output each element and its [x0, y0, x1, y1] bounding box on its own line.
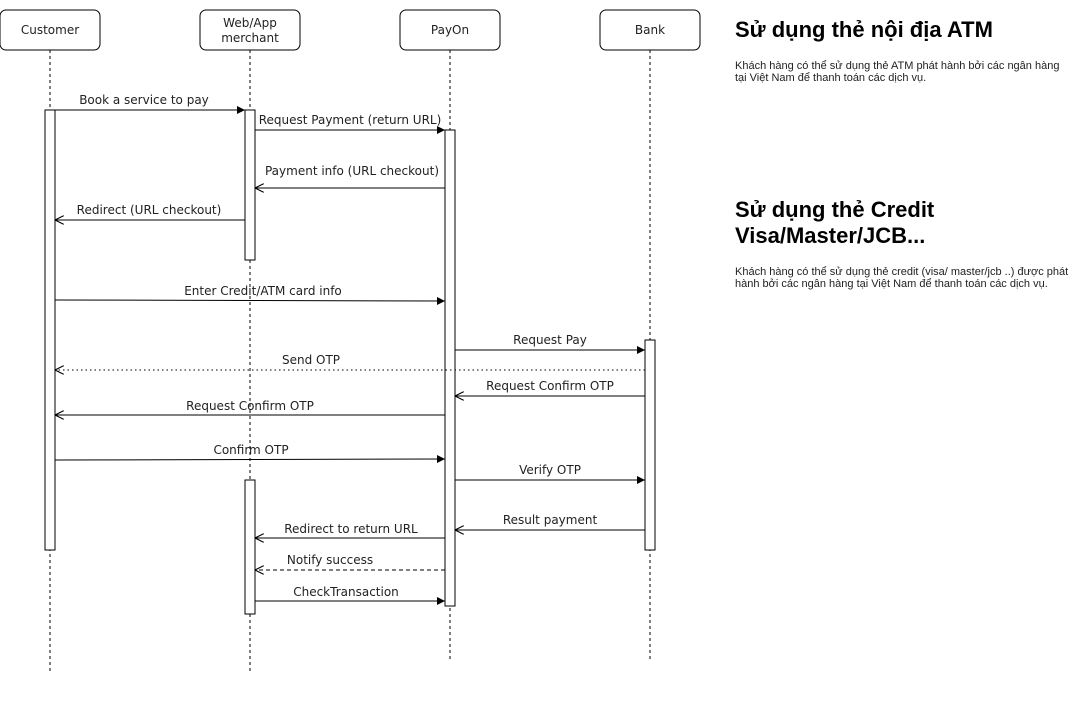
- message-label: Redirect to return URL: [284, 522, 418, 536]
- message-label: Request Pay: [513, 333, 587, 347]
- message-label: Send OTP: [282, 353, 340, 367]
- activation-customer: [44, 109, 56, 551]
- message-label: Enter Credit/ATM card info: [184, 284, 342, 298]
- message-label: Redirect (URL checkout): [77, 203, 222, 217]
- message-request-pay: Request Pay: [455, 333, 645, 354]
- message-verify-otp: Verify OTP: [455, 463, 645, 484]
- actor-label: merchant: [221, 31, 279, 45]
- note-credit: Sử dụng thẻ Credit Visa/Master/JCB... Kh…: [735, 197, 1087, 290]
- activation-merchant-2: [244, 479, 256, 615]
- message-payment-info: Payment info (URL checkout): [255, 164, 445, 188]
- actor-customer: Customer: [0, 9, 101, 51]
- note-title: Sử dụng thẻ Credit Visa/Master/JCB...: [735, 197, 935, 248]
- actor-bank: Bank: [599, 9, 701, 51]
- message-label: Book a service to pay: [79, 93, 209, 107]
- message-redirect-return-url: Redirect to return URL: [255, 522, 445, 538]
- message-notify-success: Notify success: [255, 553, 445, 570]
- note-atm: Sử dụng thẻ nội địa ATM Khách hàng có th…: [735, 17, 1085, 84]
- message-confirm-otp: Confirm OTP: [54, 443, 446, 464]
- activation-bank: [644, 339, 656, 551]
- actor-label: Web/App: [223, 16, 277, 30]
- activation-payon: [444, 129, 456, 607]
- actor-merchant: Web/App merchant: [199, 9, 301, 51]
- message-label: Request Payment (return URL): [259, 113, 442, 127]
- message-send-otp: Send OTP: [55, 353, 645, 370]
- message-redirect-checkout: Redirect (URL checkout): [55, 203, 245, 220]
- message-request-confirm-otp-payon: Request Confirm OTP: [55, 399, 445, 415]
- actor-label: Customer: [21, 23, 79, 37]
- message-label: Confirm OTP: [213, 443, 288, 457]
- note-body: Khách hàng có thể sử dụng thẻ ATM phát h…: [735, 60, 1060, 84]
- message-request-payment: Request Payment (return URL): [255, 113, 445, 134]
- note-body: Khách hàng có thể sử dụng thẻ credit (vi…: [735, 266, 1069, 290]
- actor-label: PayOn: [431, 23, 469, 37]
- message-label: Verify OTP: [519, 463, 581, 477]
- message-result-payment: Result payment: [455, 513, 645, 530]
- actor-label: Bank: [635, 23, 665, 37]
- message-request-confirm-otp-bank: Request Confirm OTP: [455, 379, 645, 396]
- message-book-service: Book a service to pay: [50, 93, 245, 114]
- message-enter-card-info: Enter Credit/ATM card info: [54, 284, 446, 305]
- message-check-transaction: CheckTransaction: [255, 585, 445, 605]
- message-label: Result payment: [503, 513, 598, 527]
- note-title: Sử dụng thẻ nội địa ATM: [735, 17, 993, 42]
- message-label: CheckTransaction: [293, 585, 399, 599]
- message-label: Payment info (URL checkout): [265, 164, 439, 178]
- actor-payon: PayOn: [399, 9, 501, 51]
- message-label: Request Confirm OTP: [186, 399, 314, 413]
- message-label: Notify success: [287, 553, 373, 567]
- message-label: Request Confirm OTP: [486, 379, 614, 393]
- activation-merchant-1: [244, 109, 256, 261]
